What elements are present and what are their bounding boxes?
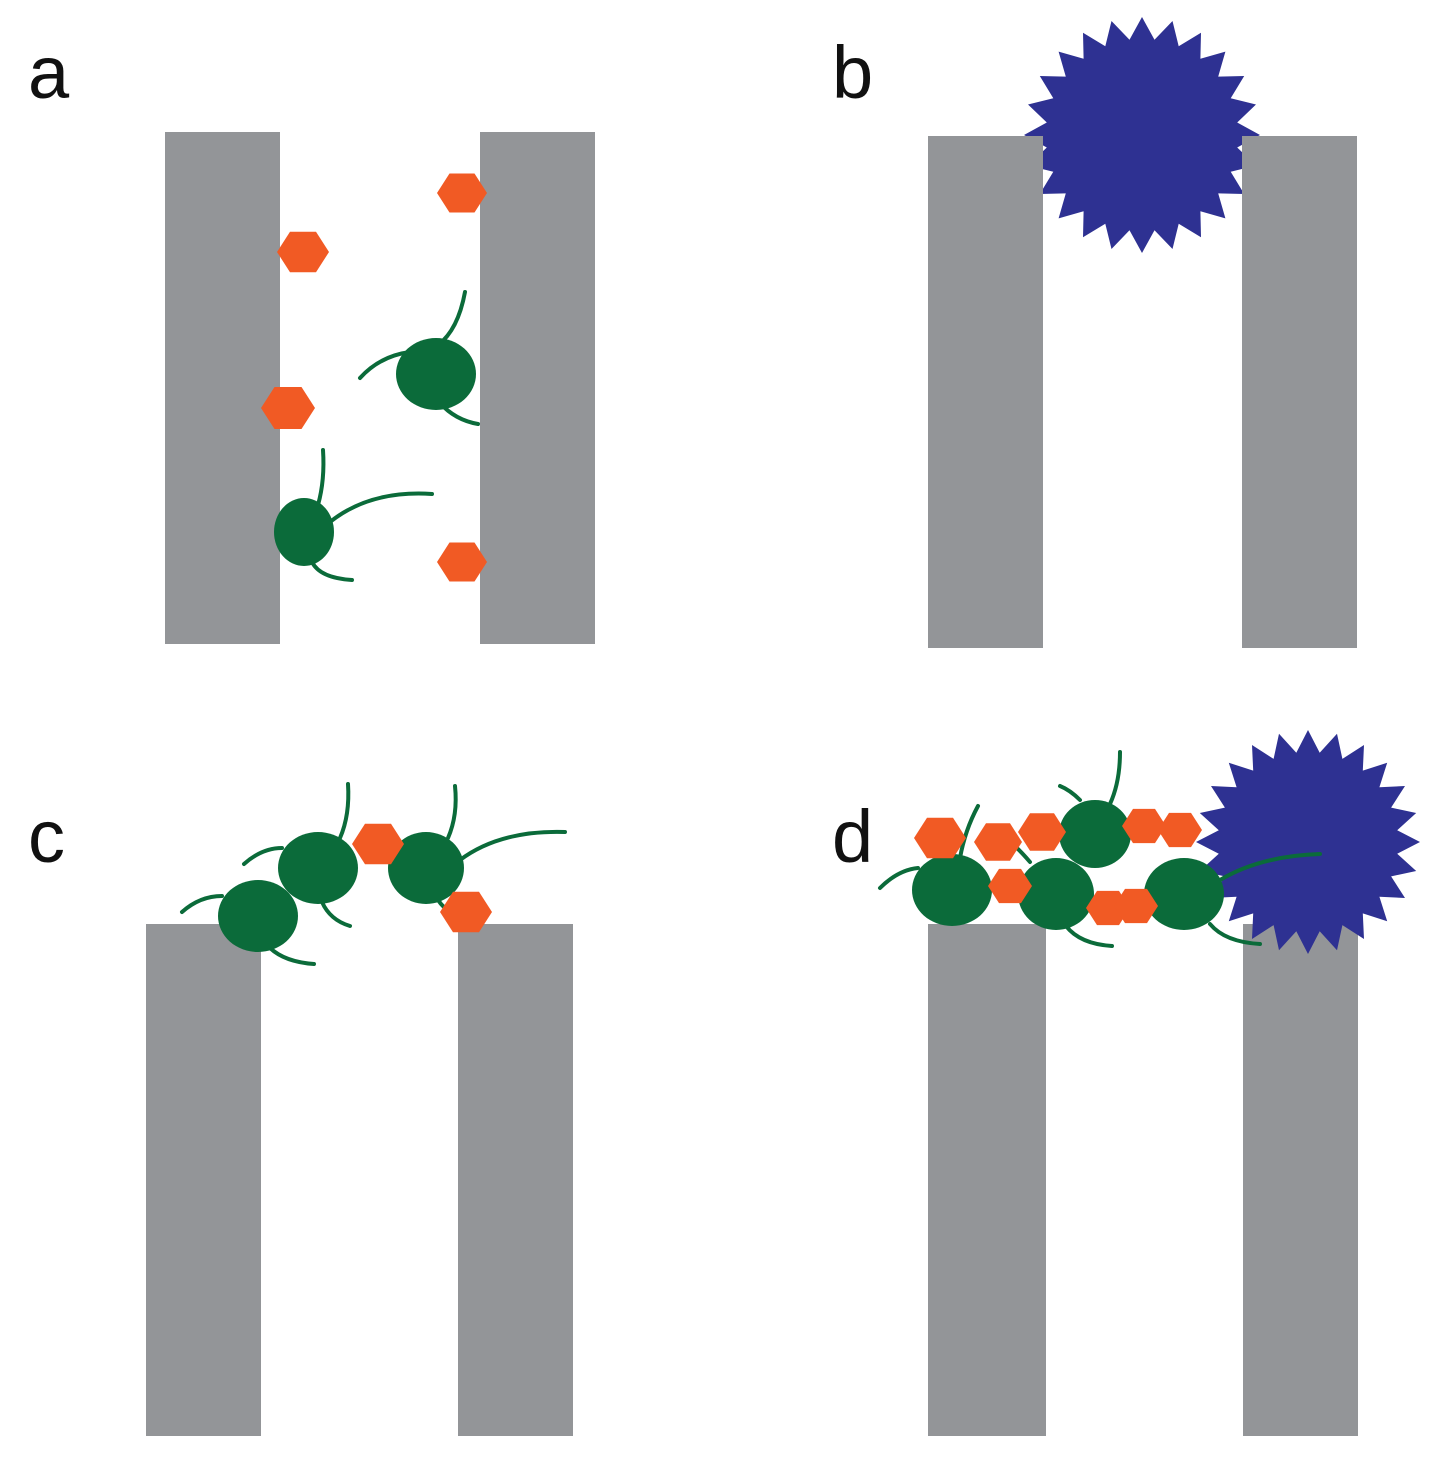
panel-label-c: c bbox=[28, 795, 65, 878]
pillar-icon bbox=[1243, 924, 1358, 1436]
panel-d bbox=[878, 730, 1420, 1436]
panel-label-b: b bbox=[832, 31, 873, 114]
hexagon-particle-icon bbox=[437, 542, 487, 582]
pillar-icon bbox=[165, 132, 280, 644]
hexagon-particle-icon bbox=[1114, 888, 1158, 924]
bacterium-icon bbox=[274, 448, 434, 582]
hexagon-particle-icon bbox=[974, 823, 1022, 861]
pillar-icon bbox=[1242, 136, 1357, 648]
hexagon-particle-icon bbox=[440, 891, 492, 933]
panel-label-d: d bbox=[832, 795, 873, 878]
bacterium-icon bbox=[1058, 750, 1131, 868]
pillar-icon bbox=[928, 924, 1046, 1436]
bacterium-icon bbox=[878, 804, 992, 926]
hexagon-particle-icon bbox=[261, 387, 315, 429]
panel-label-a: a bbox=[28, 31, 70, 114]
pillar-icon bbox=[480, 132, 595, 644]
hexagon-particle-icon bbox=[1018, 813, 1066, 851]
bacterium-icon bbox=[358, 290, 480, 426]
bacterium-icon bbox=[1144, 852, 1322, 946]
pillar-icon bbox=[928, 136, 1043, 648]
spiky-sphere-icon bbox=[1024, 17, 1260, 253]
hexagon-particle-icon bbox=[1158, 812, 1202, 848]
pillar-icon bbox=[146, 924, 261, 1436]
panel-c bbox=[146, 782, 573, 1436]
pillar-icon bbox=[458, 924, 573, 1436]
spiky-sphere-icon bbox=[1196, 730, 1420, 954]
hexagon-particle-icon bbox=[437, 173, 487, 213]
bacterium-icon bbox=[242, 782, 358, 928]
panel-b bbox=[928, 17, 1357, 648]
panel-a bbox=[165, 132, 595, 644]
hexagon-particle-icon bbox=[1122, 808, 1166, 844]
hexagon-particle-icon bbox=[352, 823, 404, 865]
bacterium-icon bbox=[180, 880, 316, 966]
hexagon-particle-icon bbox=[914, 817, 966, 859]
hexagon-particle-icon bbox=[988, 868, 1032, 904]
hexagon-particle-icon bbox=[277, 231, 329, 273]
